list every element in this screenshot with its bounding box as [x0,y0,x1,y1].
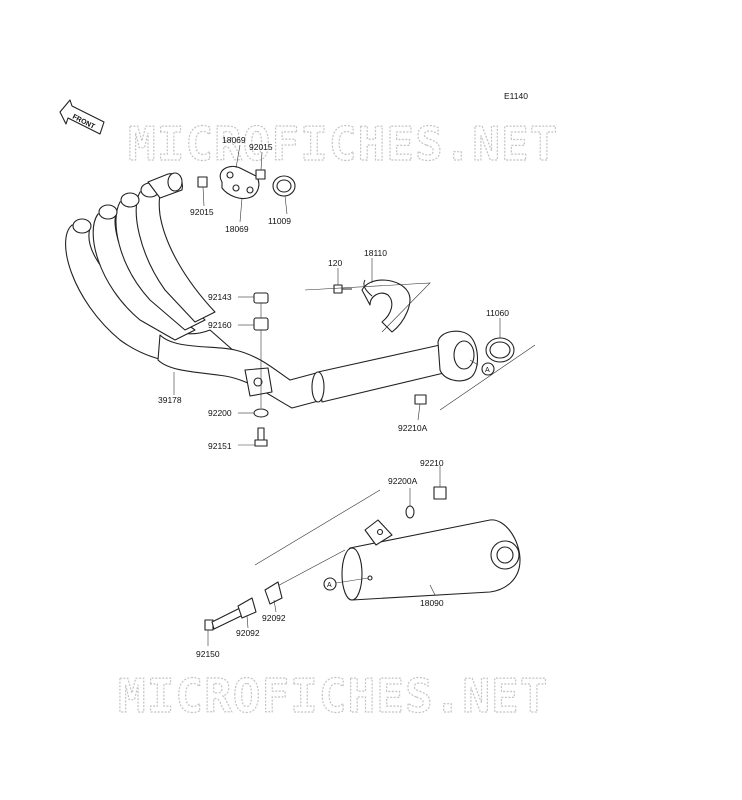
diagram-code: E1140 [504,91,528,101]
bolt-120 [333,284,352,294]
nut-92210A [414,394,427,405]
label-39178: 39178 [158,395,182,405]
label-92200: 92200 [208,408,232,418]
damper-92092-right [264,581,283,605]
svg-text:A: A [485,367,490,374]
leader-lines [173,144,501,646]
label-92200A: 92200A [388,476,418,486]
label-18069-bottom: 18069 [225,224,249,234]
label-11060: 11060 [486,308,509,318]
label-11009: 11009 [268,216,291,226]
reference-mark-a-upper: A [469,359,495,376]
label-92015-left: 92015 [190,207,214,217]
label-92092-left: 92092 [236,628,260,638]
nut-92015-right [255,169,266,180]
collar-92143 [253,292,269,304]
nut-92210 [433,486,447,500]
watermark-bottom: MICROFICHES.NET [118,669,548,723]
label-92210: 92210 [420,458,444,468]
watermark-top: MICROFICHES.NET [128,117,558,171]
label-18110: 18110 [364,248,387,258]
label-92151: 92151 [208,441,232,451]
front-arrow-icon: FRONT [59,99,105,135]
holder-18069 [219,165,260,200]
label-18090: 18090 [420,598,444,608]
muffler-18090 [341,519,521,601]
label-120: 120 [328,258,342,268]
label-92015-top: 92015 [249,142,273,152]
label-92143: 92143 [208,292,232,302]
label-92210A: 92210A [398,423,428,433]
exhaust-header-pipe-assembly [65,172,479,409]
label-92160: 92160 [208,320,232,330]
damper-92160 [253,317,269,331]
washer-92200A [405,505,415,519]
svg-text:A: A [327,582,332,589]
label-92092-right: 92092 [262,613,286,623]
washer-92200 [253,408,269,418]
bolt-92151 [254,427,268,447]
label-92150: 92150 [196,649,220,659]
heat-guard-18110 [361,279,411,333]
reference-mark-a-lower: A [323,577,369,591]
nut-92015-left [197,176,208,188]
damper-92092-left [237,597,257,619]
bolt-92150 [204,607,244,631]
label-18069-top: 18069 [222,135,246,145]
